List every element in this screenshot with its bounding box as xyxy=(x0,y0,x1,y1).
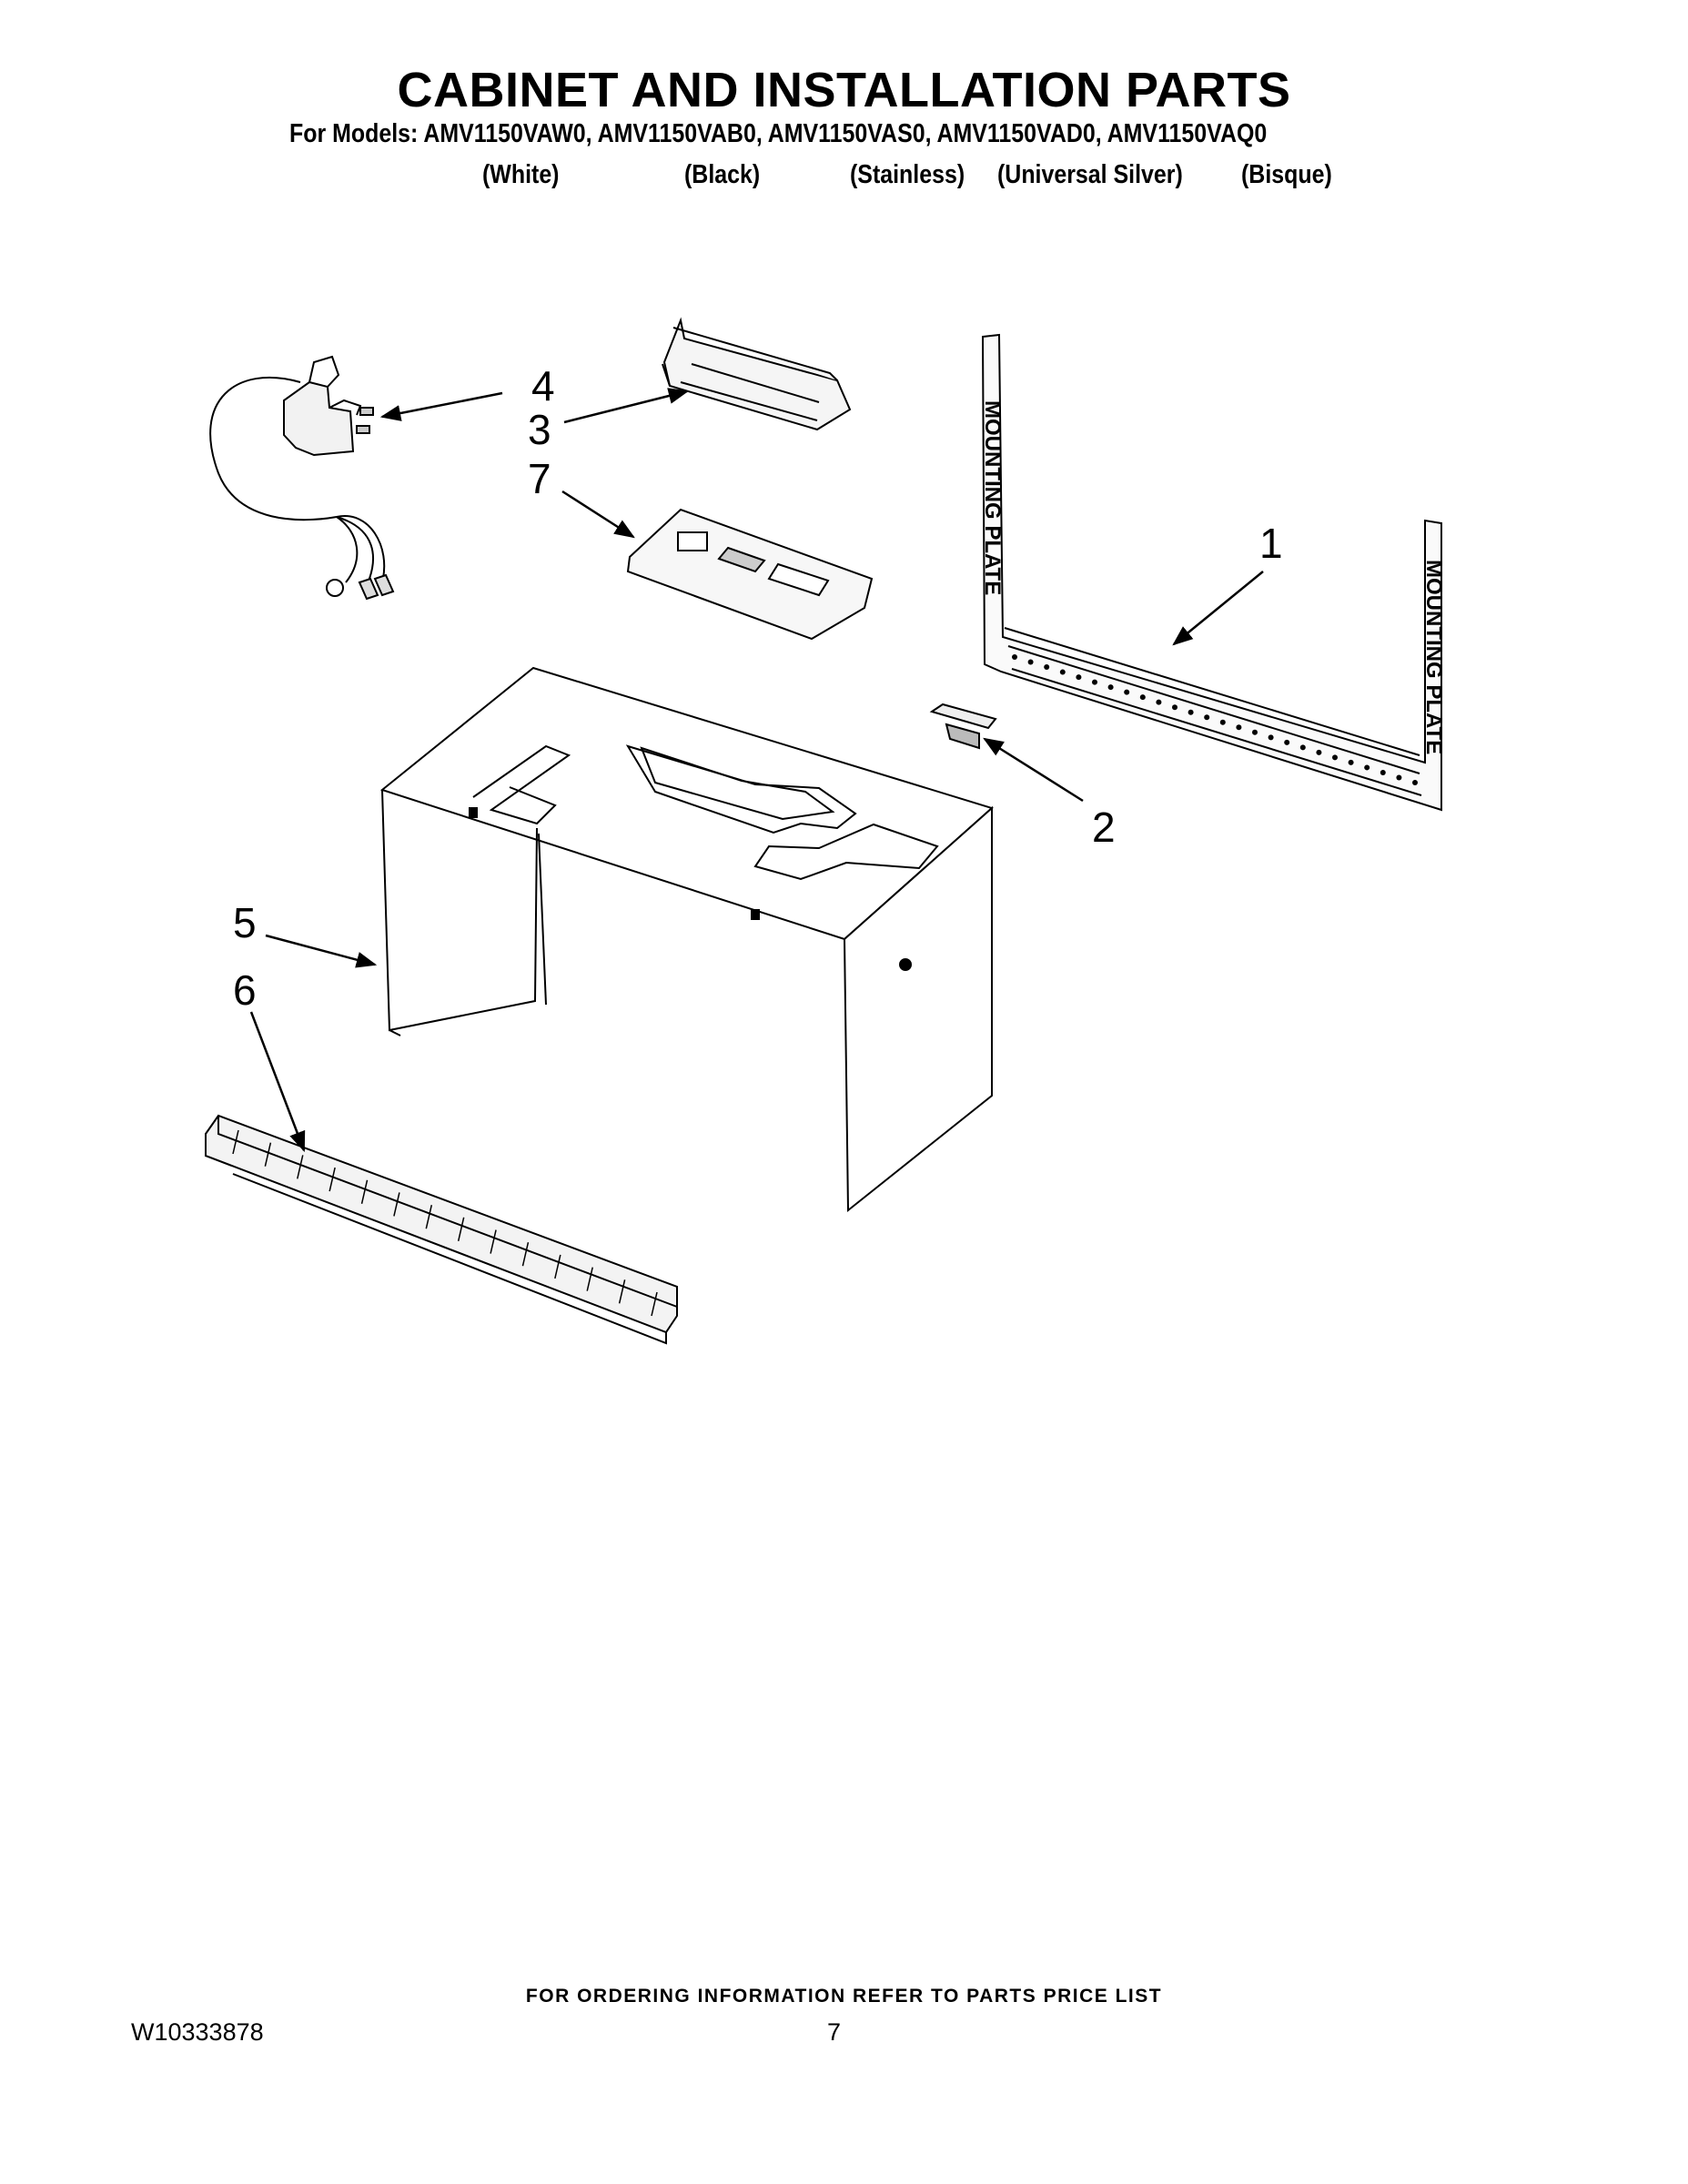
mounting-hole xyxy=(1012,654,1017,660)
mounting-hole xyxy=(1107,684,1114,691)
grille-slat xyxy=(297,1155,304,1179)
bracket-plate-part xyxy=(626,508,874,641)
mounting-hole xyxy=(1380,769,1386,775)
plate-label-left: MOUNTING PLATE xyxy=(980,400,1005,595)
color-stainless: (Stainless) xyxy=(850,160,965,189)
mounting-hole xyxy=(1332,754,1338,761)
callout-3: 3 xyxy=(528,406,551,453)
callout-2: 2 xyxy=(1092,804,1116,851)
page-title: CABINET AND INSTALLATION PARTS xyxy=(397,63,1291,117)
callout-6: 6 xyxy=(233,966,257,1014)
mounting-hole xyxy=(1268,734,1274,741)
grille-slat xyxy=(651,1291,658,1317)
power-cord-part xyxy=(209,355,395,601)
mounting-hole xyxy=(1156,699,1162,705)
mounting-hole xyxy=(1364,764,1370,771)
mounting-hole xyxy=(1316,749,1322,755)
mounting-hole xyxy=(1219,719,1226,725)
grille-slat xyxy=(232,1129,239,1155)
color-black: (Black) xyxy=(684,160,761,189)
mounting-hole xyxy=(1027,659,1034,665)
grille-slat xyxy=(457,1217,465,1242)
mounting-hole xyxy=(1059,669,1066,675)
grille-slat xyxy=(490,1229,497,1254)
page-number: 7 xyxy=(827,2018,842,2046)
mounting-hole xyxy=(1348,759,1354,765)
mounting-hole xyxy=(1204,714,1210,721)
color-bisque: (Bisque) xyxy=(1241,160,1332,189)
small-bracket-part xyxy=(929,703,997,750)
plate-label-right: MOUNTING PLATE xyxy=(1421,560,1446,754)
mounting-hole xyxy=(1188,709,1194,715)
grille-slat xyxy=(393,1192,400,1217)
grille-slat xyxy=(360,1179,369,1204)
mounting-hole xyxy=(1076,674,1082,681)
top-grille-part xyxy=(662,317,852,431)
mounting-hole xyxy=(1299,744,1306,751)
cabinet-part xyxy=(379,666,994,1213)
mounting-hole xyxy=(1236,724,1242,731)
ordering-note: FOR ORDERING INFORMATION REFER TO PARTS … xyxy=(525,1986,1163,2007)
callout-leaders xyxy=(249,388,1264,1153)
document-number: W10333878 xyxy=(131,2018,264,2046)
mounting-hole xyxy=(1412,780,1418,785)
mounting-hole xyxy=(1284,739,1290,745)
callout-1: 1 xyxy=(1259,520,1283,567)
grille-slat xyxy=(425,1204,433,1229)
mounting-hole xyxy=(1124,689,1130,695)
mounting-hole xyxy=(1044,664,1050,671)
grille-slat xyxy=(521,1242,530,1267)
callout-5: 5 xyxy=(233,899,257,946)
mounting-hole xyxy=(1252,729,1258,735)
grille-slat xyxy=(264,1142,272,1167)
color-white: (White) xyxy=(482,160,560,189)
mounting-hole xyxy=(1172,704,1178,711)
grille-slat xyxy=(554,1254,561,1279)
grille-slat xyxy=(586,1267,593,1291)
color-universal-silver: (Universal Silver) xyxy=(997,160,1183,189)
mounting-hole xyxy=(1092,679,1097,685)
mounting-hole xyxy=(1139,694,1146,701)
models-line: For Models: AMV1150VAW0, AMV1150VAB0, AM… xyxy=(289,119,1268,148)
mounting-plate-part: MOUNTING PLATE MOUNTING PLATE xyxy=(980,333,1446,812)
callout-4: 4 xyxy=(531,362,555,410)
vent-grille-part xyxy=(205,1114,678,1345)
grille-slat xyxy=(618,1279,626,1304)
mounting-hole xyxy=(1396,774,1402,781)
grille-slat xyxy=(329,1167,336,1192)
callout-7: 7 xyxy=(528,455,551,502)
